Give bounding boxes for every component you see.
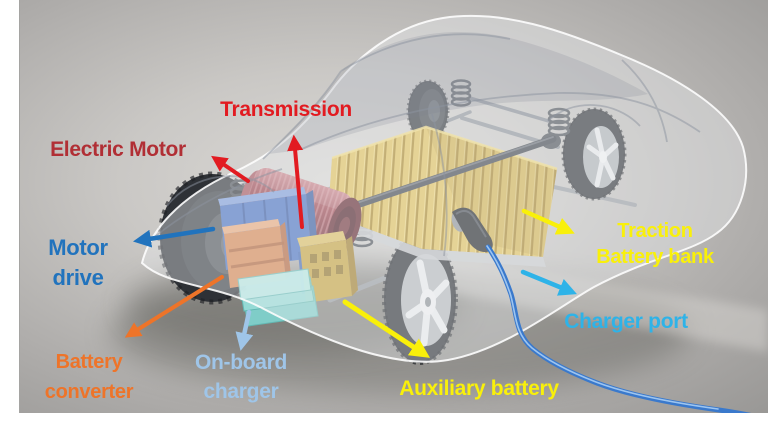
label-onboard-charger-line1: On-board <box>194 351 288 374</box>
charger-port-arrow <box>520 269 577 296</box>
label-battery-converter-line2: converter <box>44 381 134 403</box>
onboard-charger-arrow <box>235 309 254 351</box>
body-contour-lines <box>151 33 701 257</box>
charge-plug <box>451 207 493 253</box>
floor-highlight <box>430 252 768 352</box>
charging-cable-highlight <box>486 245 719 410</box>
label-arrows <box>124 134 577 358</box>
label-traction-battery-line2: Battery bank <box>596 246 714 268</box>
label-auxiliary-battery: Auxiliary battery <box>399 377 559 400</box>
rear-left-wheel <box>406 79 450 143</box>
label-traction-battery-line1: Traction <box>617 220 693 242</box>
electric-motor-arrow <box>211 155 250 183</box>
rear-right-wheel <box>561 107 627 201</box>
label-motor-drive-line1: Motor <box>48 235 108 260</box>
label-charger-port: Charger port <box>564 310 688 333</box>
auxiliary-battery-arrow <box>342 299 431 358</box>
label-battery-converter: Battery converter <box>44 347 134 407</box>
label-motor-drive-line2: drive <box>52 265 104 290</box>
label-transmission: Transmission <box>220 98 352 121</box>
label-motor-drive: Motor drive <box>48 233 108 293</box>
label-battery-converter-line1: Battery <box>55 351 123 373</box>
label-traction-battery-bank: Traction Battery bank <box>596 218 714 270</box>
onboard-charger-unit <box>237 268 319 327</box>
car-body-shell <box>140 14 748 363</box>
label-onboard-charger: On-board charger <box>195 348 287 406</box>
transmission-arrow <box>287 134 304 229</box>
traction-battery-arrow <box>521 208 575 235</box>
front-right-wheel <box>382 233 458 365</box>
motor-drive-arrow <box>132 226 216 248</box>
window-glass <box>268 31 648 154</box>
battery-converter-arrow <box>124 275 224 338</box>
label-onboard-charger-line2: charger <box>203 380 279 403</box>
label-electric-motor: Electric Motor <box>50 138 186 161</box>
battery-converter-unit <box>222 219 291 288</box>
